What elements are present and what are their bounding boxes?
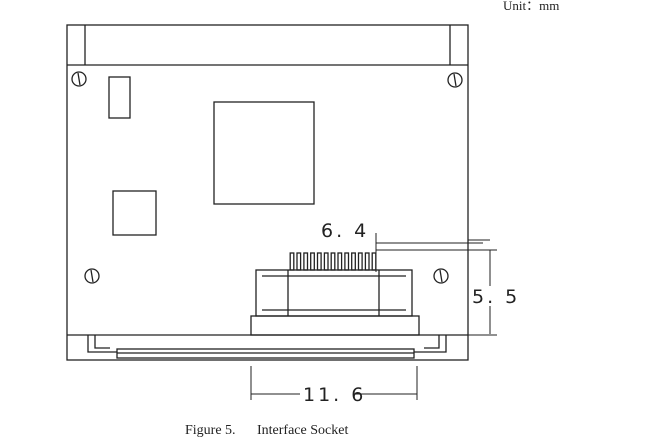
socket-pin bbox=[316, 252, 322, 271]
socket-base bbox=[250, 315, 420, 336]
unit-label: Unit：mm bbox=[503, 0, 559, 13]
socket-pin bbox=[357, 252, 363, 271]
socket-pin bbox=[323, 252, 329, 271]
socket-pins bbox=[289, 252, 377, 271]
dim-socket-width bbox=[250, 366, 418, 400]
screw-top-right-icon bbox=[447, 72, 463, 88]
dim-pin-pitch bbox=[375, 233, 483, 272]
component-small-rect bbox=[108, 76, 131, 119]
socket-pin bbox=[351, 252, 356, 271]
socket-pin bbox=[289, 252, 295, 271]
dim-pin-pitch-label: 6. 4 bbox=[321, 220, 369, 242]
socket-pin bbox=[296, 252, 302, 271]
component-large-chip bbox=[213, 101, 315, 205]
socket-pin bbox=[310, 252, 315, 271]
dim-socket-width-label: 11. 6 bbox=[303, 384, 366, 406]
screw-top-left-icon bbox=[71, 71, 87, 87]
dim-height-label: 5. 5 bbox=[472, 286, 520, 308]
socket-pin bbox=[344, 252, 350, 271]
figure-title: Interface Socket bbox=[257, 423, 348, 438]
socket-connector bbox=[250, 269, 420, 336]
dim-height bbox=[376, 239, 497, 336]
board-body bbox=[66, 24, 469, 361]
socket-pin bbox=[330, 252, 336, 271]
figure-number: Figure 5. bbox=[185, 423, 236, 438]
screw-bottom-right-icon bbox=[433, 268, 449, 284]
socket-pin bbox=[364, 252, 370, 271]
socket-pin bbox=[337, 252, 343, 271]
screw-bottom-left-icon bbox=[84, 268, 100, 284]
board-outline bbox=[66, 24, 469, 361]
component-small-square bbox=[112, 190, 157, 236]
socket-pin bbox=[371, 252, 377, 271]
socket-pin bbox=[303, 252, 309, 271]
bottom-rail bbox=[87, 335, 447, 359]
socket-housing bbox=[255, 269, 413, 317]
